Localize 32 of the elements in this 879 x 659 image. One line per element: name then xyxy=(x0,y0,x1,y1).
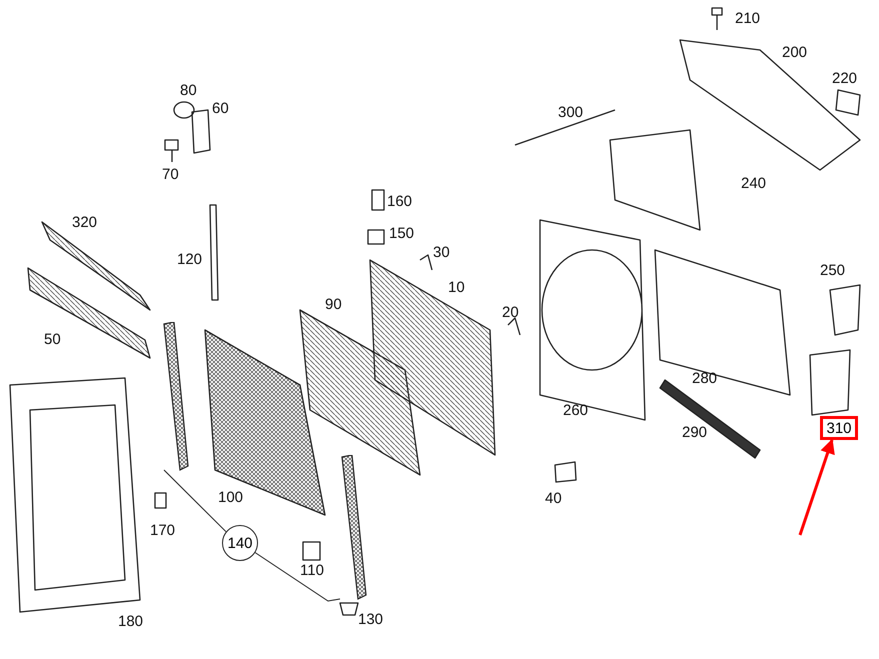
callout-number: 200 xyxy=(782,44,808,61)
callout-number: 210 xyxy=(735,10,760,27)
callout-number: 260 xyxy=(563,402,588,419)
callout-number: 90 xyxy=(325,296,342,313)
callout-number: 80 xyxy=(180,82,197,99)
callout-number: 280 xyxy=(692,370,718,387)
callout-number: 180 xyxy=(118,613,144,630)
callout-number: 290 xyxy=(682,424,708,441)
callout-number: 320 xyxy=(72,214,98,231)
callout-number: 310 xyxy=(820,416,858,440)
callout-number: 10 xyxy=(448,279,465,296)
callout-number: 250 xyxy=(820,262,846,279)
callout-number: 60 xyxy=(212,100,229,117)
callout-number: 30 xyxy=(433,244,450,261)
callout-number: 170 xyxy=(150,522,176,539)
callout-number: 140 xyxy=(222,525,258,561)
arrow xyxy=(798,438,835,536)
callout-number: 150 xyxy=(389,225,414,242)
callout-number: 120 xyxy=(177,251,202,268)
callout-number: 20 xyxy=(502,304,519,321)
leader-line xyxy=(254,552,340,602)
callout-number: 110 xyxy=(300,562,324,579)
callout-number: 240 xyxy=(741,175,766,192)
callout-number: 50 xyxy=(44,331,61,348)
callout-number: 40 xyxy=(545,490,562,507)
callout-number: 70 xyxy=(162,166,179,183)
callout-number: 100 xyxy=(218,489,244,506)
callout-number: 130 xyxy=(358,611,384,628)
leader-line xyxy=(164,470,226,532)
callout-number: 300 xyxy=(558,104,584,121)
callout-number: 160 xyxy=(387,193,412,210)
callout-number: 220 xyxy=(832,70,858,87)
